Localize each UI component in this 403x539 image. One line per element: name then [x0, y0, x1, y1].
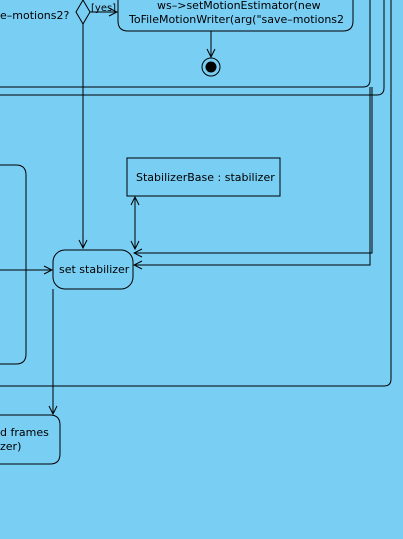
flow-region-to-set-stabilizer-1 — [134, 87, 371, 265]
action-set-stabilizer — [52, 249, 134, 290]
action-bottom — [0, 414, 61, 465]
guard-yes-label: [yes] — [91, 3, 116, 14]
flow-region-to-set-stabilizer-2 — [134, 87, 373, 253]
decision-node — [75, 0, 91, 25]
outer-region-frame — [0, 0, 392, 387]
action-bottom-line1: d frames — [0, 426, 49, 439]
action-write-motions-line2: ToFileMotionWriter(arg("save–motions2 — [128, 13, 344, 26]
left-region-frame — [0, 164, 27, 365]
activity-final-icon — [201, 57, 221, 77]
decision-label: e–motions2? — [0, 9, 70, 22]
middle-region-frame — [0, 0, 385, 96]
action-set-stabilizer-label: set stabilizer — [59, 263, 130, 276]
inner-region-frame — [0, 0, 371, 88]
object-node-stabilizer — [126, 157, 281, 197]
action-write-motions — [117, 0, 354, 32]
action-bottom-line2: zer) — [0, 440, 21, 453]
action-write-motions-line1: ws–>setMotionEstimator(new — [157, 0, 321, 12]
object-node-label: StabilizerBase : stabilizer — [136, 171, 275, 184]
